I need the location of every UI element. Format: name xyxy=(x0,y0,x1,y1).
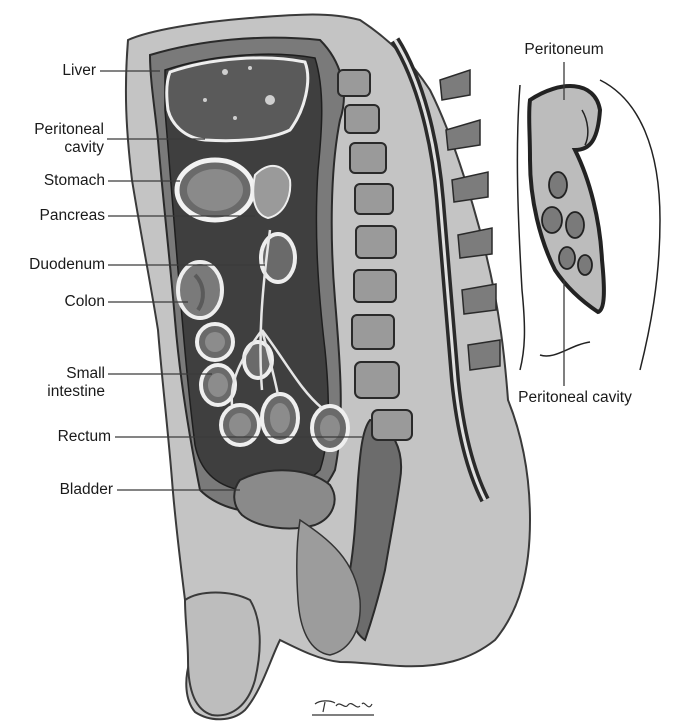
anatomy-figure: Liver Peritoneal cavity Stomach Pancreas… xyxy=(0,0,676,724)
artist-signature xyxy=(0,0,676,724)
